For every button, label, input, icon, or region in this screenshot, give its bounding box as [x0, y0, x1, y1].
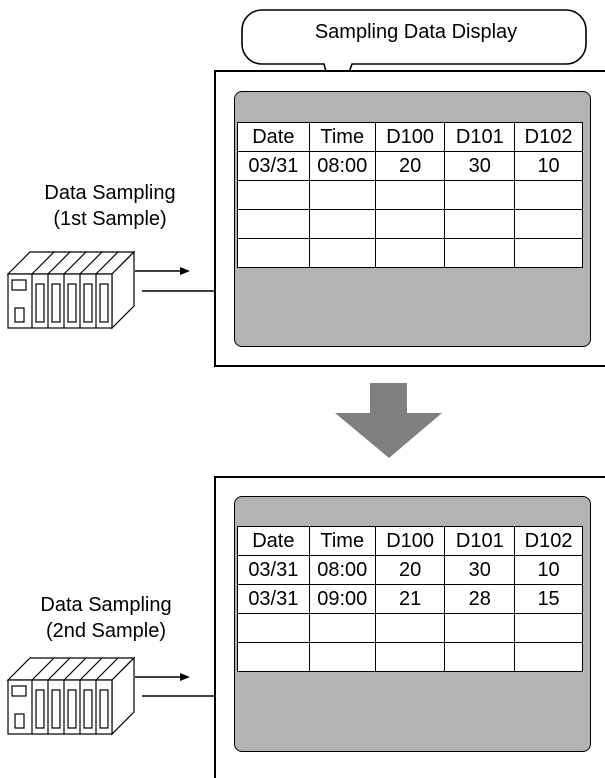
table-cell: 21 — [374, 584, 446, 614]
column-header: D101 — [444, 526, 516, 556]
table-cell — [308, 209, 376, 239]
table-row — [237, 238, 583, 268]
table-cell — [374, 238, 446, 268]
sampling-label-line1: Data Sampling — [44, 182, 176, 204]
table-cell — [374, 642, 446, 672]
column-header: Time — [308, 122, 376, 152]
table-cell — [444, 238, 516, 268]
column-header: D102 — [514, 526, 583, 556]
table-cell — [308, 642, 376, 672]
column-header: Date — [237, 526, 310, 556]
sampling-label-line1: Data Sampling — [40, 594, 172, 616]
table-cell: 08:00 — [308, 151, 376, 181]
callout-label: Sampling Data Display — [314, 21, 518, 43]
table-cell: 10 — [514, 555, 583, 585]
table-cell — [444, 642, 516, 672]
sampling-label-line2: (1st Sample) — [53, 208, 167, 230]
sampling-label-line2: (2nd Sample) — [45, 620, 167, 642]
column-header: D102 — [514, 122, 583, 152]
table-cell — [444, 613, 516, 643]
table-cell: 03/31 — [237, 555, 310, 585]
table-cell: 15 — [514, 584, 583, 614]
table-cell: 03/31 — [237, 151, 310, 181]
column-header: D101 — [444, 122, 516, 152]
table-cell — [514, 209, 583, 239]
column-header: D100 — [374, 122, 446, 152]
column-header: Date — [237, 122, 310, 152]
sampling-label-2: Data Sampling (2nd Sample) — [6, 592, 206, 644]
table-cell — [237, 238, 310, 268]
table-cell — [237, 209, 310, 239]
table-cell — [308, 613, 376, 643]
table-row — [237, 180, 583, 210]
table-cell: 30 — [444, 151, 516, 181]
table-row — [237, 613, 583, 643]
table-cell: 30 — [444, 555, 516, 585]
table-cell — [514, 180, 583, 210]
column-header: Time — [308, 526, 376, 556]
table-cell — [514, 613, 583, 643]
table-cell — [374, 180, 446, 210]
table-cell — [237, 642, 310, 672]
table-cell — [308, 180, 376, 210]
table-cell — [444, 180, 516, 210]
down-arrow-icon — [335, 383, 442, 458]
table-cell: 28 — [444, 584, 516, 614]
table-row — [237, 642, 583, 672]
table-cell — [374, 613, 446, 643]
column-header: D100 — [374, 526, 446, 556]
table-cell: 20 — [374, 555, 446, 585]
table-cell — [237, 180, 310, 210]
table-cell — [444, 209, 516, 239]
table-row — [237, 209, 583, 239]
table-cell: 03/31 — [237, 584, 310, 614]
plc-icon — [6, 250, 136, 330]
table-cell — [308, 238, 376, 268]
plc-icon — [6, 656, 136, 736]
table-cell: 09:00 — [308, 584, 376, 614]
table-cell — [374, 209, 446, 239]
table-cell: 08:00 — [308, 555, 376, 585]
sampling-label-1: Data Sampling (1st Sample) — [10, 180, 210, 232]
table-cell: 20 — [374, 151, 446, 181]
table-cell — [237, 613, 310, 643]
table-cell — [514, 238, 583, 268]
table-cell: 10 — [514, 151, 583, 181]
table-cell — [514, 642, 583, 672]
